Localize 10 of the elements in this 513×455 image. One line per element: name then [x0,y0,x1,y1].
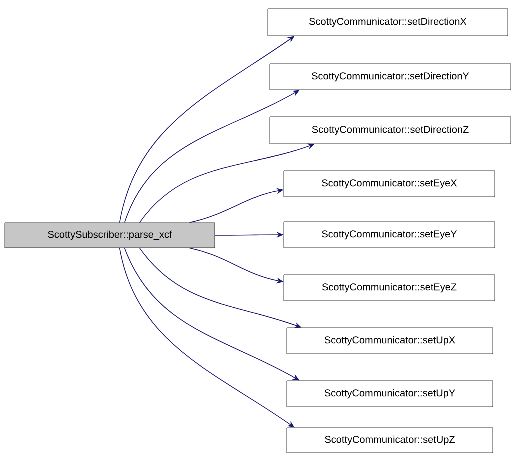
function-box: ScottyCommunicator::setDirectionY [270,64,512,90]
function-box: ScottyCommunicator::setUpX [286,328,494,354]
function-box: ScottyCommunicator::setEyeX [284,170,496,198]
function-box: ScottyCommunicator::setEyeZ [284,274,496,302]
function-box: ScottyCommunicator::setDirectionZ [270,116,512,144]
function-box: ScottyCommunicator::setDirectionX [268,8,508,36]
function-box: ScottyCommunicator::setUpY [286,380,494,408]
function-box: ScottyCommunicator::setEyeY [284,222,496,248]
function-box: ScottySubscriber::parse_xcf [4,222,216,248]
function-box: ScottyCommunicator::setUpZ [286,428,494,454]
